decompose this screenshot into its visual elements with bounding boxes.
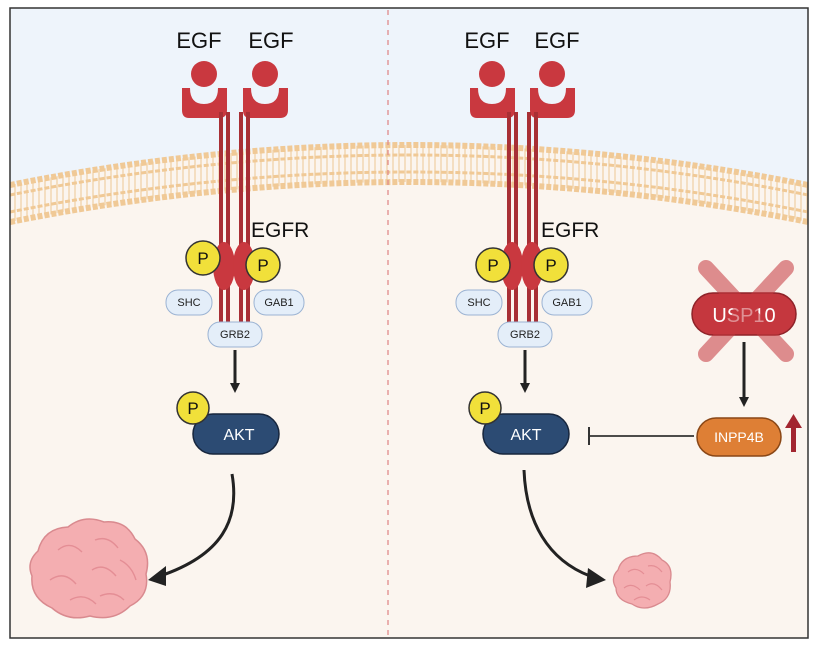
gab1-label: GAB1 xyxy=(264,297,293,309)
gab1-adaptor xyxy=(541,289,593,316)
phospho-label: P xyxy=(197,249,208,268)
egf-ligand-icon xyxy=(252,61,278,87)
cross-mark-icon xyxy=(698,260,794,362)
shc-label: SHC xyxy=(177,297,200,309)
shc-label: SHC xyxy=(467,297,490,309)
egf-ligand-icon xyxy=(539,61,565,87)
diagram-frame xyxy=(9,7,809,639)
akt-label: AKT xyxy=(223,427,254,444)
grb2-label: GRB2 xyxy=(510,329,540,341)
phospho-label: P xyxy=(187,399,198,418)
gab1-adaptor xyxy=(253,289,305,316)
phospho-label: P xyxy=(479,399,490,418)
cell-membrane-icon xyxy=(10,142,808,225)
egf-label: EGF xyxy=(248,28,293,53)
egf-label: EGF xyxy=(464,28,509,53)
grb2-adaptor xyxy=(207,321,263,348)
tumor-mass-icon-small xyxy=(612,552,672,609)
egf-label: EGF xyxy=(534,28,579,53)
phosphate-icon xyxy=(468,391,502,425)
background xyxy=(10,8,808,638)
left-panel: EGF EGF EGFR P P SHC GAB1 GRB2 AKT xyxy=(29,28,309,619)
akt-label: AKT xyxy=(510,427,541,444)
phosphate-icon xyxy=(185,240,221,276)
arrow-head xyxy=(586,568,606,588)
egfr-label: EGFR xyxy=(541,219,599,242)
phospho-label: P xyxy=(545,256,556,275)
akt-node xyxy=(482,413,570,455)
proliferation-arrow-icon xyxy=(159,473,236,578)
akt-node xyxy=(192,413,280,455)
arrow-head xyxy=(148,566,166,586)
phospho-label: P xyxy=(487,256,498,275)
egf-label: EGF xyxy=(176,28,221,53)
proliferation-arrow-icon xyxy=(522,469,591,578)
grb2-adaptor xyxy=(497,321,553,348)
phosphate-icon xyxy=(245,247,281,283)
egf-ligand-icon xyxy=(479,61,505,87)
tumor-mass-icon-large xyxy=(29,518,149,619)
right-panel: EGF EGF EGFR P P SHC GAB1 GRB2 AKT P xyxy=(455,28,802,609)
inpp4b-label: INPP4B xyxy=(714,429,764,445)
inpp4b-node xyxy=(696,417,782,457)
phosphate-icon xyxy=(475,247,511,283)
grb2-label: GRB2 xyxy=(220,329,250,341)
shc-adaptor xyxy=(165,289,213,316)
egfr-label: EGFR xyxy=(251,219,309,242)
phosphate-icon xyxy=(533,247,569,283)
shc-adaptor xyxy=(455,289,503,316)
egf-ligand-icon xyxy=(191,61,217,87)
phospho-label: P xyxy=(257,256,268,275)
upregulation-arrow-icon xyxy=(785,414,802,452)
phosphate-icon xyxy=(176,391,210,425)
gab1-label: GAB1 xyxy=(552,297,581,309)
